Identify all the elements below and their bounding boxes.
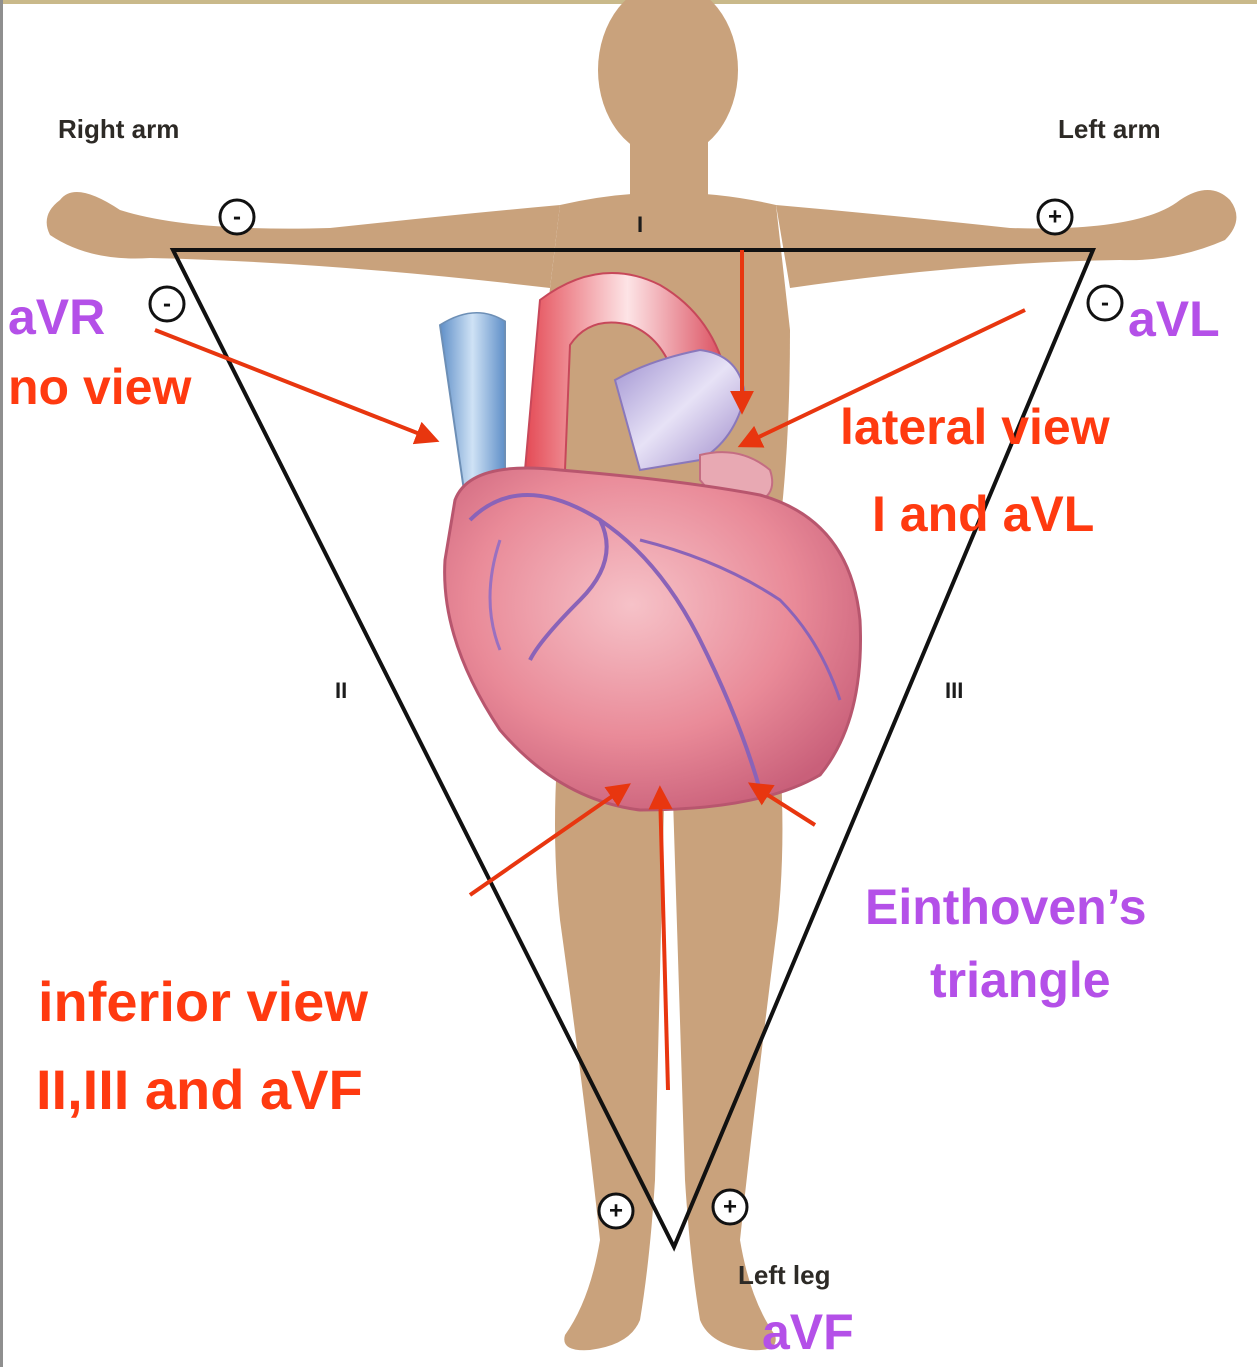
- annotation-inferior-leads: II,III and aVF: [36, 1062, 363, 1118]
- annotation-inferior-view: inferior view: [38, 974, 368, 1030]
- left-arm: [776, 190, 1236, 288]
- annotation-avl: aVL: [1128, 294, 1220, 344]
- annotation-lateral-leads: I and aVL: [872, 489, 1094, 539]
- head: [598, 0, 738, 158]
- annotation-avr-no-view: no view: [8, 362, 191, 412]
- heart-ventricles: [445, 468, 861, 810]
- avf-arrow: [660, 790, 668, 1090]
- annotation-avf: aVF: [762, 1307, 854, 1357]
- sign-leg-left: +: [609, 1198, 623, 1225]
- label-right-arm: Right arm: [58, 116, 179, 142]
- sign-avr: -: [163, 291, 171, 318]
- annotation-einthoven-subtitle: triangle: [930, 955, 1111, 1005]
- neck: [630, 140, 708, 200]
- annotation-einthoven-title: Einthoven’s: [865, 882, 1147, 932]
- label-left-leg: Left leg: [738, 1262, 830, 1288]
- label-left-arm: Left arm: [1058, 116, 1161, 142]
- label-lead-ii: II: [335, 680, 347, 702]
- label-lead-i: I: [637, 214, 643, 236]
- sign-left-arm: +: [1048, 204, 1062, 231]
- sign-right-arm: -: [233, 204, 241, 231]
- sign-leg-right: +: [723, 1194, 737, 1221]
- avr-arrow: [155, 330, 435, 440]
- annotation-avr: aVR: [8, 292, 105, 342]
- right-arm: [47, 192, 560, 288]
- annotation-lateral-view: lateral view: [840, 402, 1110, 452]
- sign-avl: -: [1101, 290, 1109, 317]
- label-lead-iii: III: [945, 680, 963, 702]
